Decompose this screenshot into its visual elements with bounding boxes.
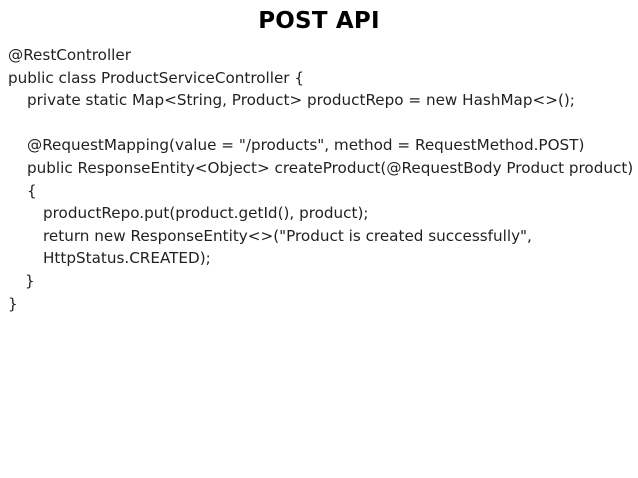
code-line-repo-put: productRepo.put(product.getId(), product…: [43, 204, 369, 223]
code-line-create-product-signature: public ResponseEntity<Object> createProd…: [27, 158, 638, 200]
code-line-close-class-brace: }: [8, 294, 18, 313]
page-title: POST API: [258, 8, 380, 34]
code-line-request-mapping-annotation: @RequestMapping(value = "/products", met…: [27, 136, 585, 155]
code-line-return-response-entity: return new ResponseEntity<>("Product is …: [43, 226, 537, 268]
code-block: @RestController public class ProductServ…: [8, 44, 634, 315]
code-line-close-method-brace: }: [25, 271, 35, 290]
code-line-rest-controller: @RestController: [8, 46, 131, 64]
code-line-product-repo-field: private static Map<String, Product> prod…: [27, 91, 575, 110]
code-line-blank: [8, 112, 634, 135]
code-line-class-declaration: public class ProductServiceController {: [8, 68, 305, 87]
